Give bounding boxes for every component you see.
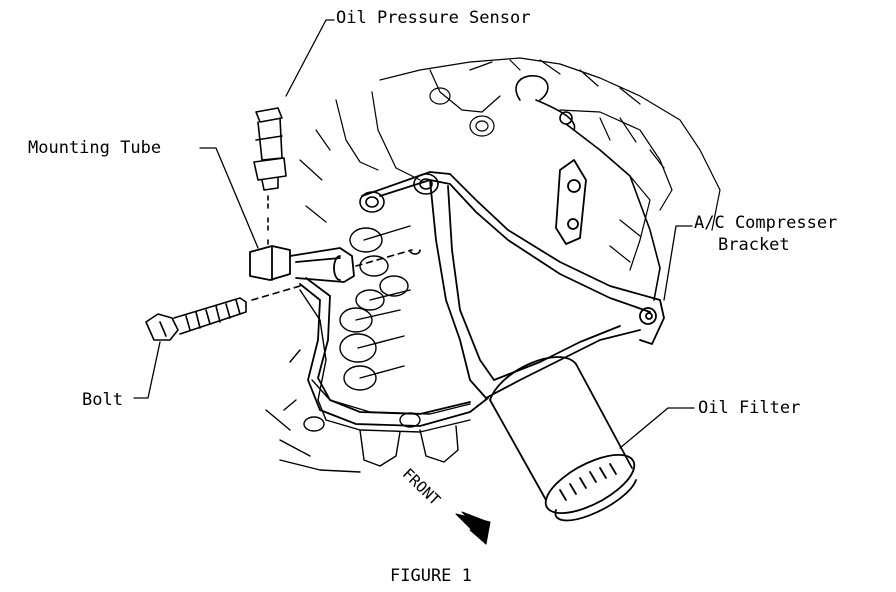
bolt-label: Bolt (82, 390, 123, 410)
oil-filter (489, 356, 637, 522)
oil-filter-label: Oil Filter (698, 398, 801, 418)
oil-pressure-sensor (253, 107, 287, 249)
engine-block (299, 57, 721, 271)
bolt (145, 249, 421, 341)
ac-compressor-bracket (361, 159, 665, 399)
ac-bracket-label-line1: A/C Compresser (694, 213, 838, 233)
leader-lines (133, 19, 695, 449)
front-arrow (455, 511, 491, 545)
mounting-tube (249, 245, 489, 427)
oil-pressure-sensor-label: Oil Pressure Sensor (336, 8, 531, 28)
bracket-bolts (359, 173, 439, 213)
ac-bracket-label-line2: Bracket (718, 235, 790, 255)
hose (515, 75, 661, 301)
mounting-tube-label: Mounting Tube (28, 138, 162, 158)
figure-caption: FIGURE 1 (390, 566, 472, 586)
